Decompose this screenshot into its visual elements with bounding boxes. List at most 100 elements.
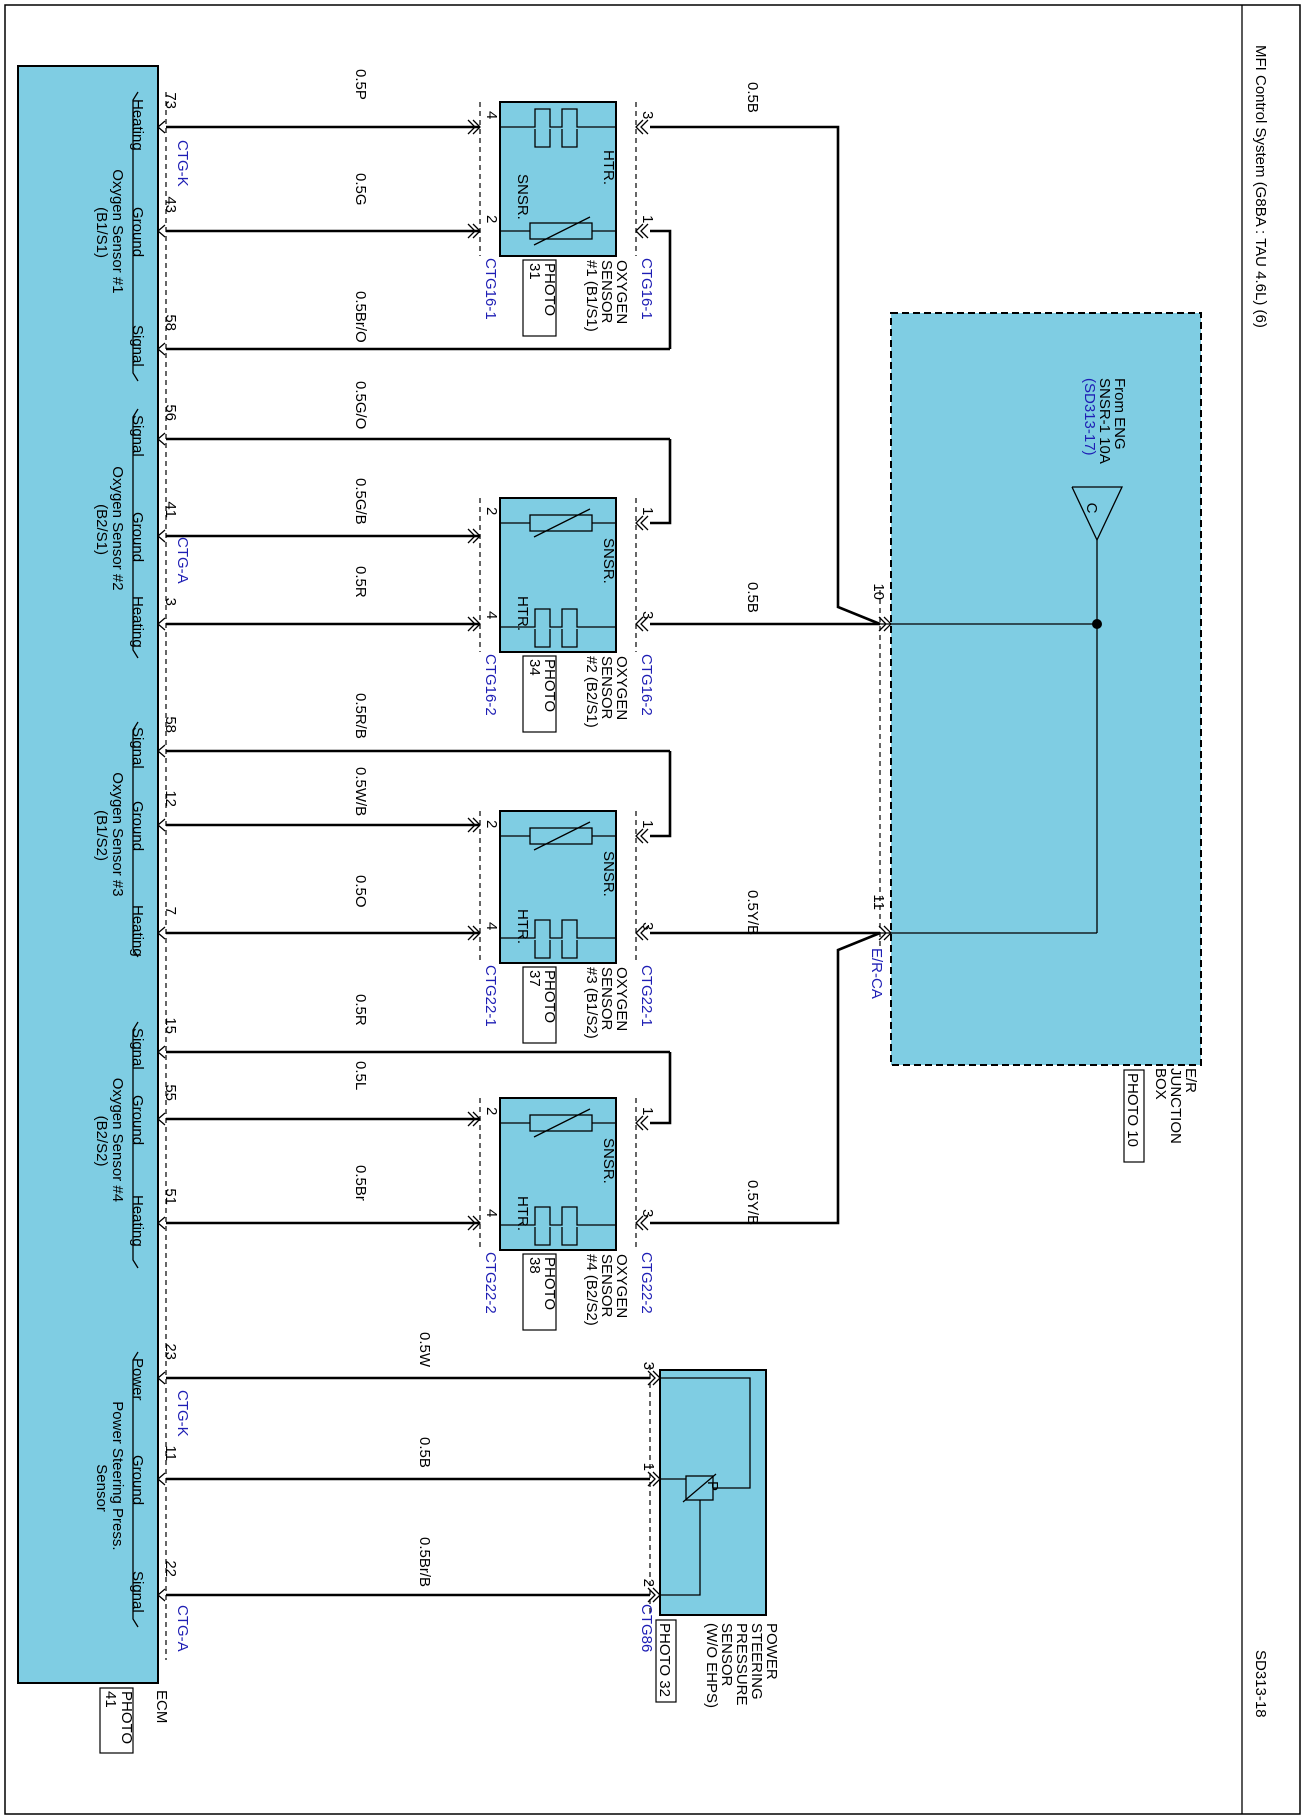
connector-mark (635, 616, 644, 632)
ecm-group-name: Oxygen Sensor #2 (109, 466, 126, 590)
connector-mark (883, 616, 892, 632)
connector-mark (635, 515, 644, 531)
sensor-name: OXYGEN (613, 967, 630, 1031)
connector-mark (472, 817, 481, 833)
wire-label: 0.5P (352, 69, 369, 100)
sensor-label: SNSR. (600, 1138, 617, 1184)
ecm-pin-function: Ground (129, 1095, 146, 1145)
ecm-pin-number: 58 (162, 314, 179, 331)
ecm-group-3: Oxygen Sensor #3(B1/S2) (93, 721, 139, 958)
wire-label: 0.5Y/B (744, 1180, 761, 1225)
sensor-pin-number: 2 (483, 215, 500, 223)
sensor-resistor-arrow (533, 1108, 591, 1138)
junction-connector-code: E/R-CA (868, 948, 885, 999)
heater-symbol (561, 940, 578, 959)
ecm-pin-number: 41 (162, 501, 179, 518)
ecm-pin-number: 55 (162, 1084, 179, 1101)
sensor-pin-number: 4 (483, 111, 500, 119)
heater-symbol (530, 608, 590, 628)
connector-mark (467, 1111, 476, 1127)
sensor-connector-code: CTG22-1 (482, 965, 499, 1027)
wire-label: 0.5G (352, 173, 369, 206)
sensor-pin-number: 2 (483, 1107, 500, 1115)
connector-mark (640, 119, 649, 135)
sensor-pin-number: 4 (483, 922, 500, 930)
heater-label: HTR. (514, 596, 531, 631)
heater-symbol (561, 1227, 578, 1246)
sensor-name: #2 (B2/S1) (583, 656, 600, 728)
sensor-pin-number: 4 (483, 1209, 500, 1217)
ecm-group-5: Power Steering Press.Sensor (93, 1351, 139, 1628)
connector-mark (472, 1111, 481, 1127)
sensor-connector-code: CTG22-2 (482, 1252, 499, 1314)
connector-mark (652, 1370, 661, 1386)
connector-mark (640, 925, 649, 941)
sensor-connector-code: CTG16-1 (482, 258, 499, 320)
ecm-pin-mark (157, 744, 166, 758)
sensor-label: SNSR. (600, 538, 617, 584)
wire (650, 931, 881, 1225)
ecm-connector-code: CTG-A (174, 1605, 191, 1652)
connector-mark (647, 1370, 661, 1386)
wires: 0.5P0.5G0.5Br/O0.5G/O0.5G/B0.5R0.5R/B0.5… (166, 69, 881, 1231)
ecm-pin-mark (157, 1045, 166, 1059)
ecm-block (17, 65, 159, 1684)
ecm-pin-mark (157, 342, 166, 356)
heater-symbol (561, 629, 578, 648)
connector-mark (640, 515, 649, 531)
ecm-photo-box (99, 1687, 134, 1754)
sensor-photo-label: PHOTO (541, 1257, 558, 1310)
ecm-group-brace (132, 91, 139, 382)
sensor-pin-number: 1 (639, 820, 656, 828)
ecm-group-name: Oxygen Sensor #1 (109, 169, 126, 293)
ecm-photo-label: PHOTO (118, 1691, 135, 1744)
connector-mark (635, 616, 649, 632)
sensor-label: SNSR. (600, 851, 617, 897)
ecm-pin-mark (157, 1112, 166, 1126)
source-arrow-symbol (1071, 486, 1124, 542)
ps-sensor-name: PRESSURE (733, 1623, 750, 1706)
ecm-pin-mark (157, 1472, 166, 1486)
sensor-name: SENSOR (598, 967, 615, 1031)
sensor-photo-box (522, 655, 557, 733)
ps-connector-code: CTG86 (638, 1604, 655, 1652)
ecm-pin-number: 73 (162, 92, 179, 109)
sensor-connector-code: CTG16-1 (638, 258, 655, 320)
ecm-pin-function: Ground (129, 801, 146, 851)
ps-symbol-arrow (682, 1473, 717, 1503)
connector-mark (467, 528, 476, 544)
connector-mark (635, 1215, 649, 1231)
ecm-pin-function: Power (129, 1358, 146, 1401)
ecm-connector-code: CTG-K (174, 1390, 191, 1437)
connector-mark (640, 223, 649, 239)
ecm-pin-function: Signal (129, 727, 146, 769)
wire-label: 0.5G/O (352, 381, 369, 429)
ecm-pin-number: 11 (162, 1445, 179, 1461)
wire-label: 0.5Br (352, 1165, 369, 1201)
sensor-connector-code: CTG22-1 (638, 965, 655, 1027)
ecm-group-1: Oxygen Sensor #1(B1/S1) (93, 91, 139, 382)
wire (650, 751, 672, 838)
ps-internal (660, 1500, 701, 1596)
connector-mark (467, 1215, 476, 1231)
ecm-group-4: Oxygen Sensor #4(B2/S2) (93, 1021, 139, 1269)
wire (650, 439, 672, 525)
connector-mark (467, 925, 481, 941)
wire-label: 0.5B (416, 1437, 433, 1468)
sensor-pin-number: 1 (639, 1107, 656, 1115)
ps-sensor-name: POWER (763, 1623, 780, 1680)
page-title: MFI Control System (G8BA : TAU 4.6L) (6) (1252, 45, 1269, 328)
heater-symbol (530, 1206, 590, 1226)
connector-mark (878, 616, 887, 632)
connector-mark (635, 515, 649, 531)
wire-label: 0.5R (352, 566, 369, 598)
connector-mark (467, 616, 481, 632)
sensor-photo-label: PHOTO (541, 659, 558, 712)
connector-mark (467, 1111, 481, 1127)
sensor-photo-box (522, 259, 557, 337)
connector-mark (472, 616, 481, 632)
ecm-group-name: Power Steering Press. (109, 1401, 126, 1550)
wire-label: 0.5R (352, 994, 369, 1026)
